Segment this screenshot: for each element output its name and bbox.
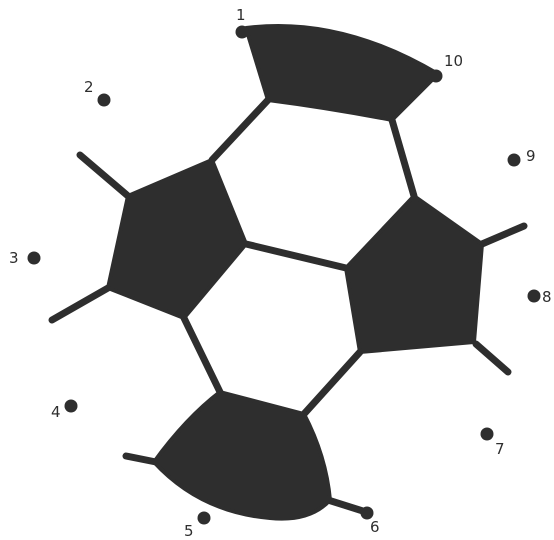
dot-marker [64, 399, 78, 413]
dot-number-label: 8 [542, 288, 552, 306]
dot-marker [235, 25, 249, 39]
dot-5: 5 [184, 511, 211, 540]
seam-left-lower [180, 314, 224, 396]
seam-outer-right-upper [478, 222, 528, 248]
seam-right-lower [300, 348, 364, 418]
dot-marker [27, 251, 41, 265]
dot-1: 1 [235, 6, 249, 39]
patch-bottom [152, 390, 332, 521]
dot-6: 6 [360, 506, 380, 536]
dot-number-label: 6 [370, 518, 380, 536]
dot-number-label: 10 [444, 52, 463, 70]
seam-top-left [208, 96, 272, 164]
dot-number-label: 4 [51, 403, 61, 421]
numbered-dots: 1 2 3 4 5 6 7 8 9 10 [9, 6, 552, 540]
dot-8: 8 [527, 288, 552, 306]
seam-outer-left-lower [48, 284, 112, 324]
dot-4: 4 [51, 399, 78, 421]
ball-patches [106, 24, 484, 521]
dot-number-label: 2 [84, 78, 94, 96]
dot-marker [429, 69, 443, 83]
dot-marker [360, 506, 374, 520]
dot-marker [97, 93, 111, 107]
dot-2: 2 [84, 78, 111, 107]
dot-number-label: 3 [9, 249, 19, 267]
dot-marker [197, 511, 211, 525]
dot-number-label: 1 [236, 6, 246, 24]
dot-marker [480, 427, 494, 441]
dot-number-label: 7 [495, 440, 505, 458]
dot-number-label: 5 [184, 522, 194, 540]
seam-center-upper [242, 240, 350, 272]
seam-outer-bottom-left [122, 452, 160, 466]
dot-7: 7 [480, 427, 505, 458]
patch-right [344, 194, 484, 354]
seam-outer-bottom-right [324, 496, 370, 516]
dot-9: 9 [507, 147, 536, 167]
dot-10: 10 [429, 52, 463, 83]
dot-marker [527, 289, 541, 303]
dot-marker [507, 153, 521, 167]
dot-number-label: 9 [526, 147, 536, 165]
seam-outer-right-lower [472, 340, 512, 376]
dot-3: 3 [9, 249, 41, 267]
seam-outer-left-upper [76, 151, 132, 200]
seam-top-right [388, 116, 418, 200]
patch-top [244, 24, 440, 122]
ball-seams [48, 96, 528, 516]
patch-left [106, 158, 248, 320]
